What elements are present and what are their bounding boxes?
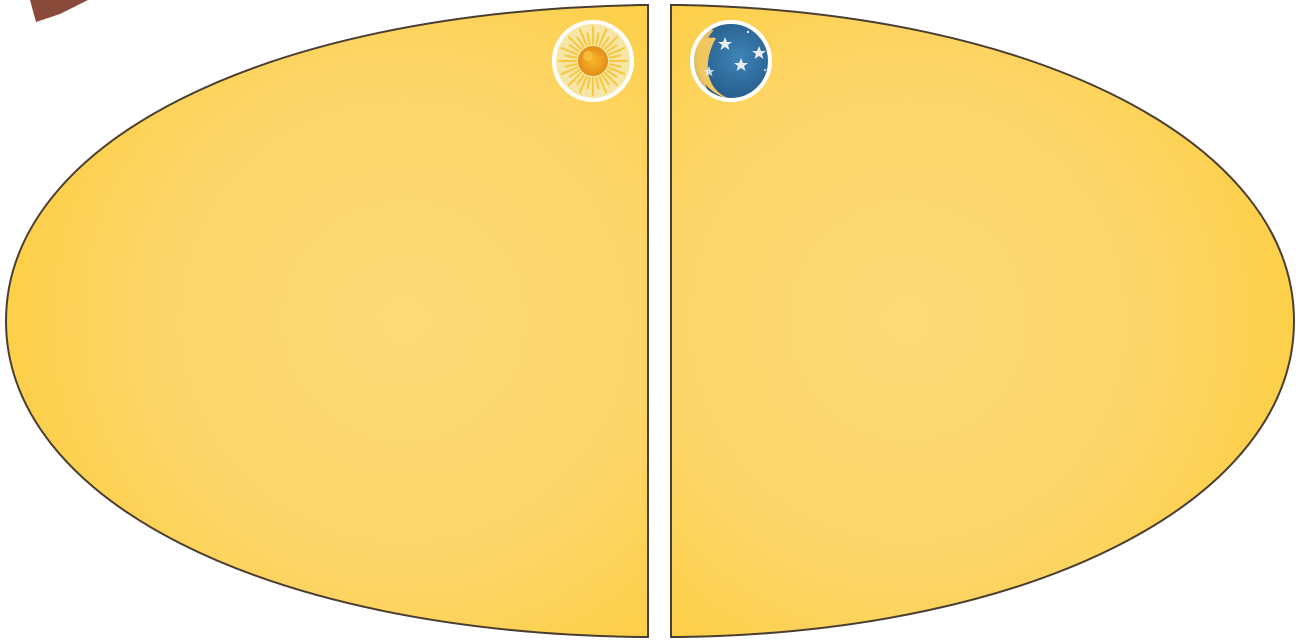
- day-panel-shape[interactable]: [6, 5, 648, 637]
- corner-decoration: [30, 0, 88, 22]
- sun-icon: [552, 20, 634, 102]
- day-panel[interactable]: [6, 5, 648, 637]
- night-panel-shape[interactable]: [671, 5, 1294, 637]
- night-panel[interactable]: [671, 5, 1294, 637]
- moon-stars-icon: [690, 20, 772, 102]
